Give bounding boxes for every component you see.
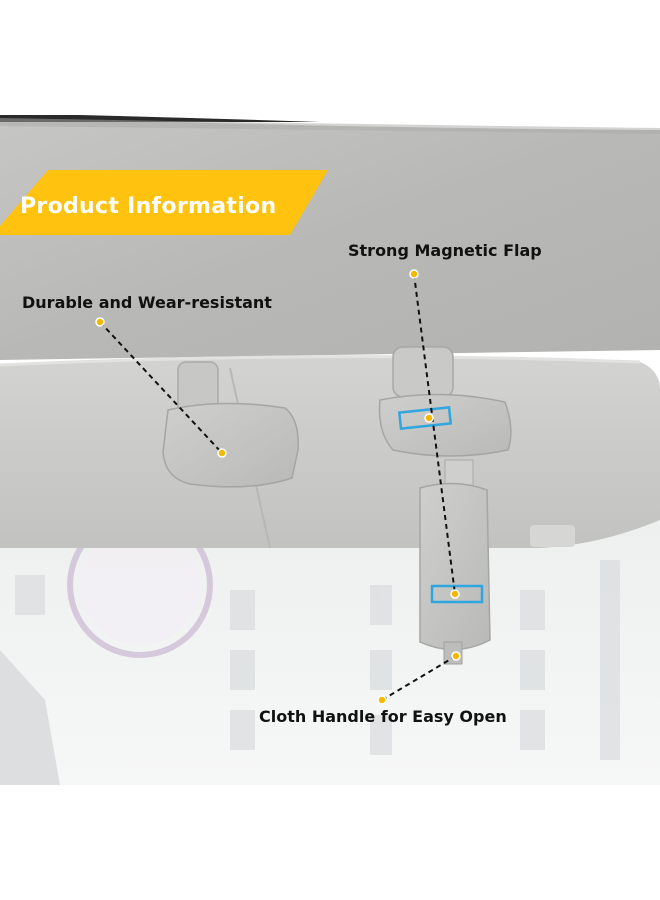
right-glasses-clip (378, 346, 512, 665)
callout-magnetic-flap: Strong Magnetic Flap (348, 241, 542, 260)
magnet-outline-bottom (430, 584, 484, 604)
dot-magnetic-end (450, 589, 460, 599)
banner-title: Product Information (20, 194, 277, 219)
window-view (0, 512, 660, 785)
dot-handle-end (377, 695, 387, 705)
left-glasses-clip (162, 361, 299, 488)
dot-magnetic-mid (424, 413, 434, 423)
dot-handle-start (451, 651, 461, 661)
callout-durable: Durable and Wear-resistant (22, 293, 272, 312)
info-banner (0, 170, 328, 235)
sun-visor (0, 355, 660, 549)
leader-line-durable (99, 321, 223, 454)
dot-durable-start (95, 317, 105, 327)
dot-magnetic-start (409, 269, 419, 279)
dot-durable-end (217, 448, 227, 458)
callout-cloth-handle: Cloth Handle for Easy Open (259, 707, 507, 726)
magnet-outline-top (397, 406, 453, 430)
